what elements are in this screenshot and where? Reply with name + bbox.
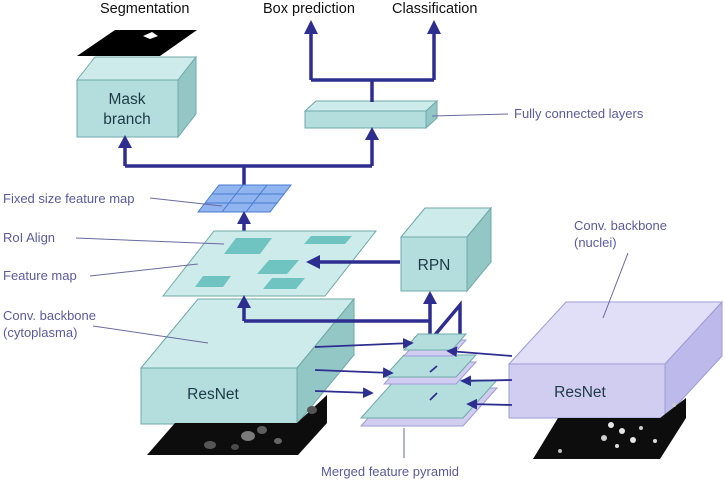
cytoplasma-input-image xyxy=(147,395,327,455)
segmentation-output-mask xyxy=(77,30,197,56)
classification-label: Classification xyxy=(392,1,477,17)
conv-backbone-cytoplasma-box: ResNet xyxy=(139,297,356,426)
conv-backbone-nuclei-label-line1: Conv. backbone xyxy=(574,218,667,233)
roi-to-heads-arrows xyxy=(118,127,379,187)
mask-branch-label-line2: branch xyxy=(103,111,150,128)
pyramid-internal-arrows xyxy=(429,365,438,401)
conv-backbone-nuclei-box: ResNet xyxy=(507,300,724,420)
nuclei-input-image xyxy=(533,398,686,459)
pyramid-to-feature-map-arrow xyxy=(237,295,430,323)
fc-output-arrows xyxy=(304,20,441,102)
rpn-to-feature-map-arrow xyxy=(306,255,400,269)
resnet-left-label: ResNet xyxy=(187,386,239,403)
mask-branch-label-line1: Mask xyxy=(108,91,145,108)
right-backbone-to-pyramid-arrows xyxy=(446,346,513,410)
conv-backbone-nuclei-label-line2: (nuclei) xyxy=(574,235,617,250)
box-prediction-label: Box prediction xyxy=(263,1,355,17)
left-backbone-to-pyramid-arrows xyxy=(314,337,414,399)
conv-backbone-cytoplasma-label-line1: Conv. backbone xyxy=(3,308,96,323)
feature-map-plane xyxy=(161,230,378,297)
feature-map-label: Feature map xyxy=(3,268,77,283)
rpn-label: RPN xyxy=(418,257,451,274)
fully-connected-layers-box xyxy=(303,99,439,130)
rpn-box: RPN xyxy=(399,206,493,293)
merged-feature-pyramid-label: Merged feature pyramid xyxy=(321,464,459,479)
roi-align-label: RoI Align xyxy=(3,230,55,245)
merged-feature-pyramid xyxy=(359,333,499,427)
fixed-size-feature-map-label: Fixed size feature map xyxy=(3,191,135,206)
segmentation-label: Segmentation xyxy=(100,1,189,17)
fixed-size-feature-map-grid xyxy=(196,184,293,213)
mask-branch-box: Mask branch xyxy=(75,55,198,139)
conv-backbone-cytoplasma-label-line2: (cytoplasma) xyxy=(3,325,77,340)
fully-connected-layers-label: Fully connected layers xyxy=(514,106,644,121)
resnet-right-label: ResNet xyxy=(554,384,606,401)
